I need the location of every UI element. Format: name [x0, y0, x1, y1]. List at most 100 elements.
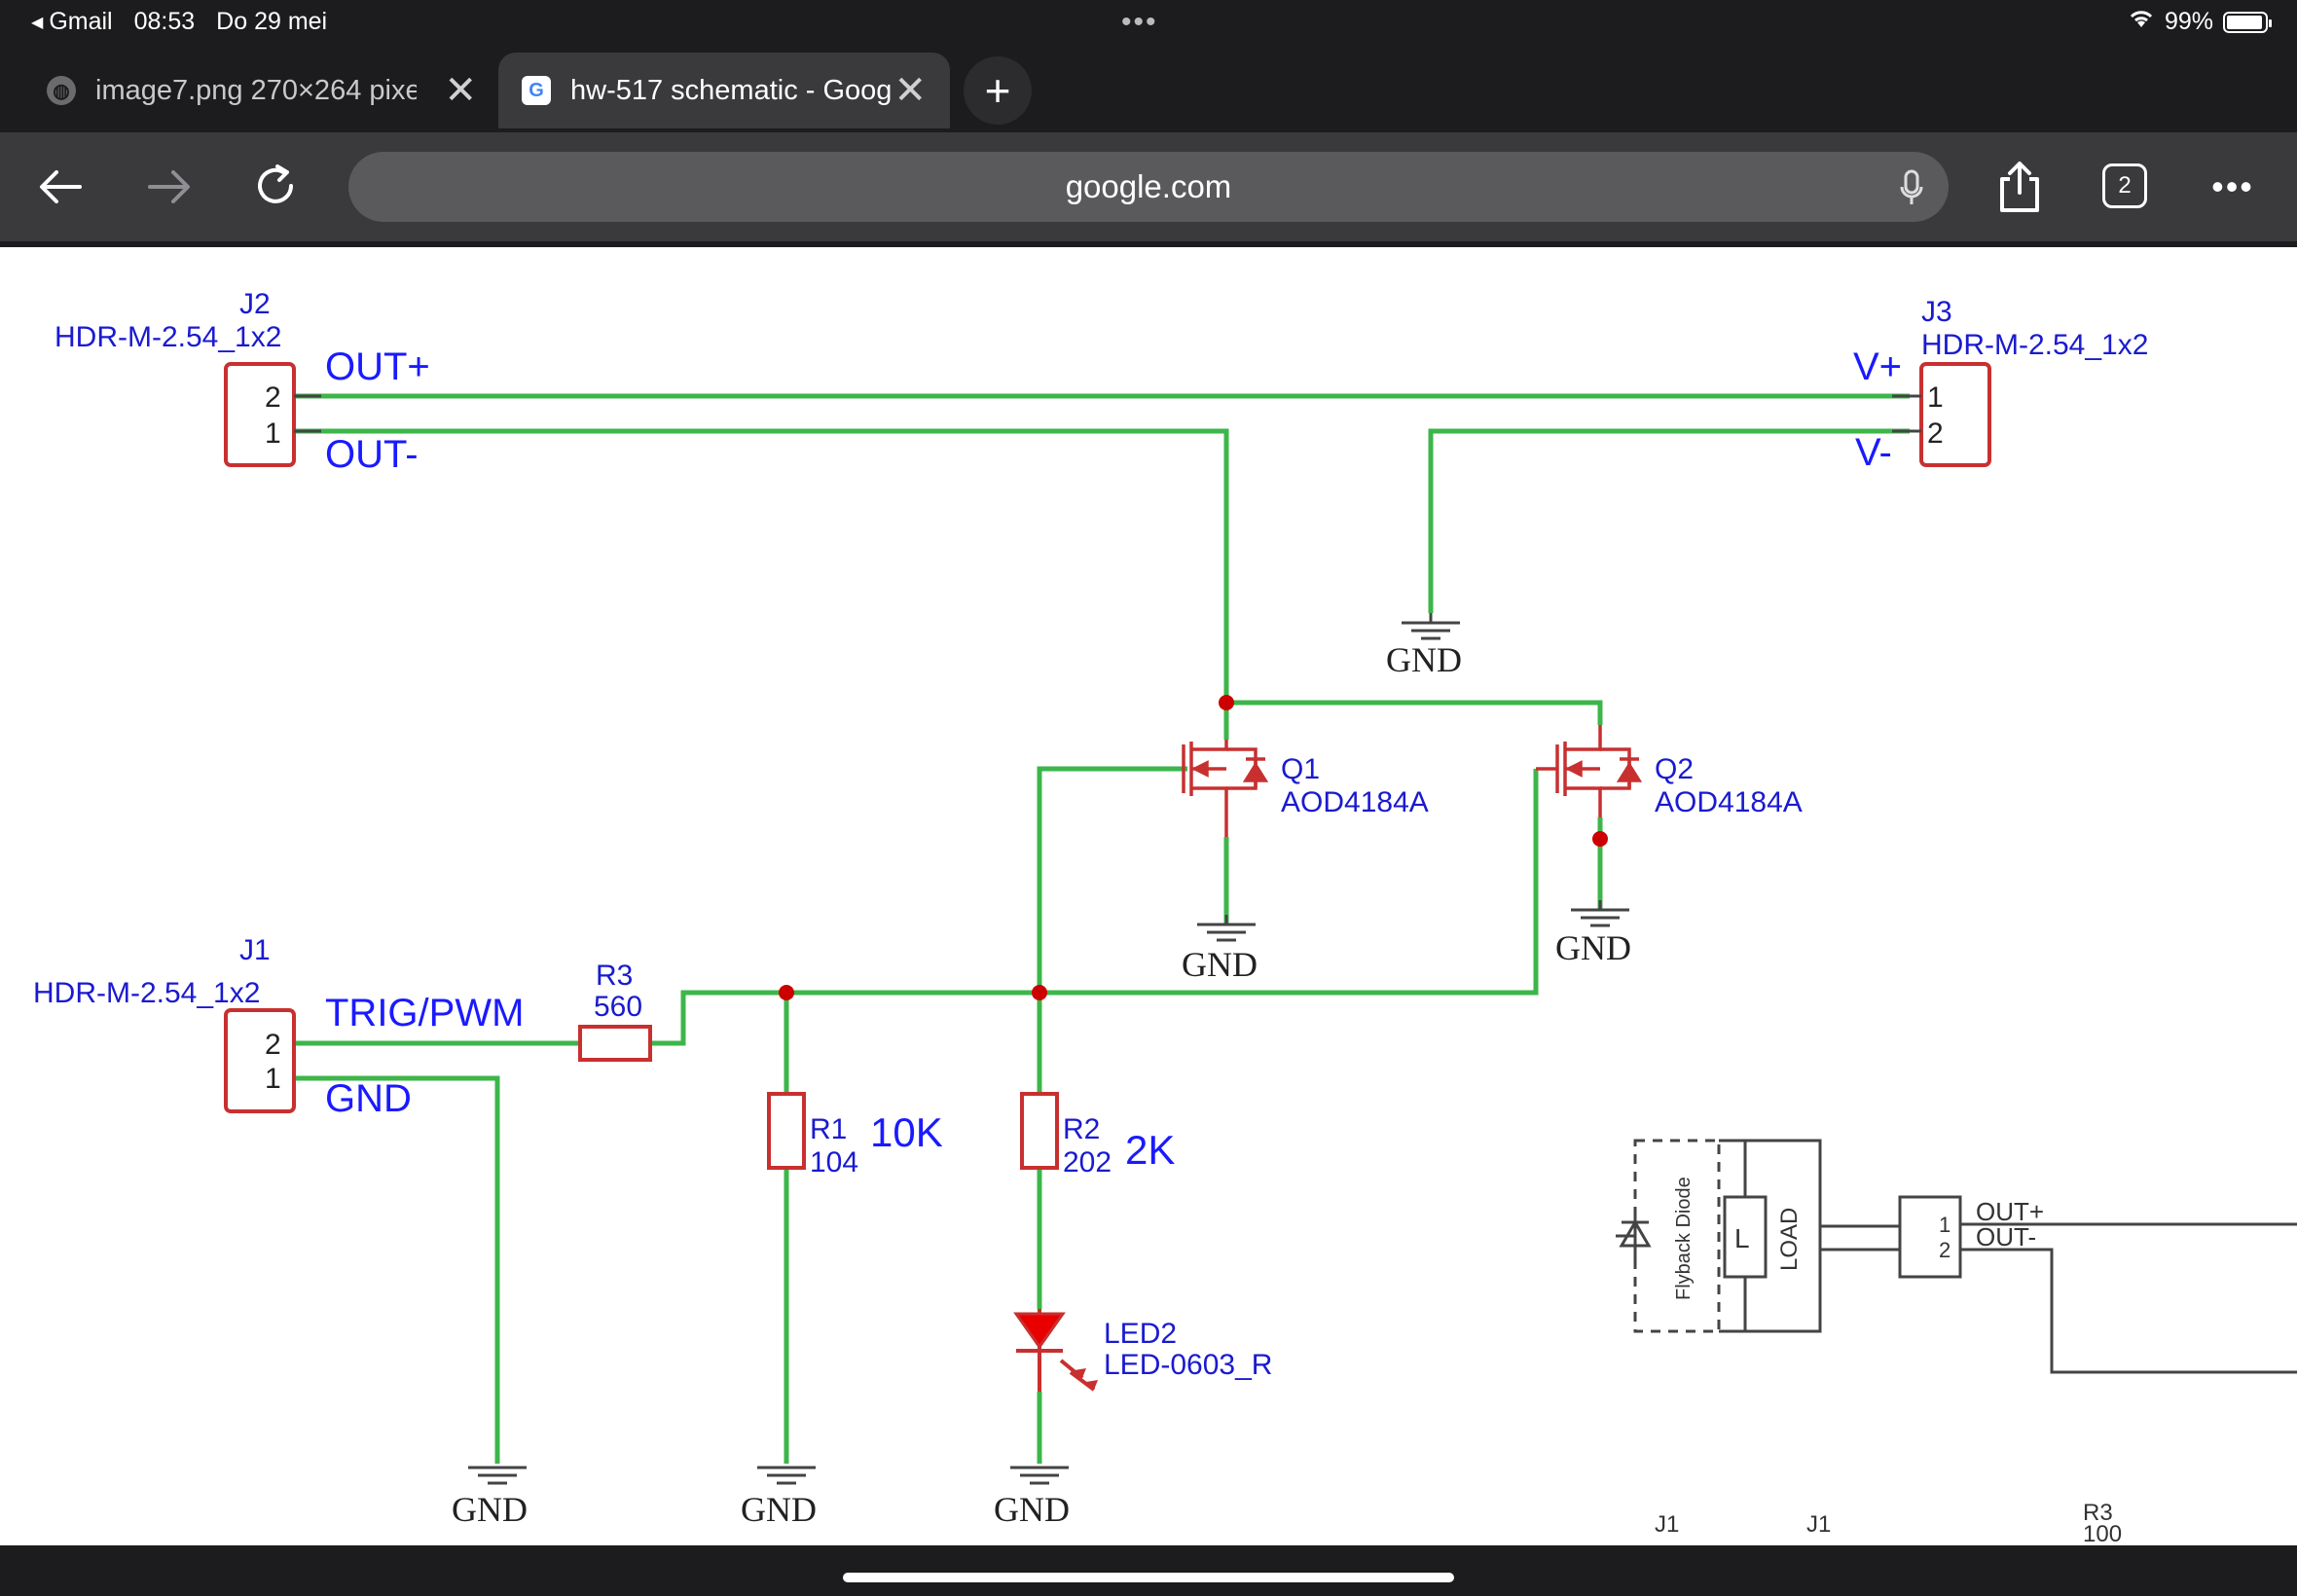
j1-pin-top: 2 [265, 1029, 281, 1061]
arrow-right-icon [148, 170, 190, 203]
inset-r3-value: 100 [2083, 1521, 2122, 1545]
q1-ref: Q1 [1281, 753, 1320, 785]
j1-part: HDR-M-2.54_1x2 [33, 977, 260, 1009]
home-indicator[interactable] [843, 1573, 1454, 1582]
gnd-label-q1: GND [1182, 945, 1258, 984]
battery-icon [2223, 11, 2272, 33]
net-trig-pwm: TRIG/PWM [325, 992, 524, 1034]
connector-j1: J1 HDR-M-2.54_1x2 2 1 TRIG/PWM GND [33, 934, 524, 1120]
inset-j1a: J1 [1655, 1511, 1679, 1538]
net-out-plus: OUT+ [325, 345, 430, 388]
j2-part: HDR-M-2.54_1x2 [55, 321, 281, 353]
q2-part: AOD4184A [1655, 786, 1803, 818]
tab-hw517-schematic[interactable]: G hw-517 schematic - Google ✕ [498, 53, 950, 128]
tab-switcher-button[interactable]: 2 [2102, 163, 2147, 208]
r1-note: 10K [870, 1109, 943, 1155]
back-button[interactable] [31, 158, 90, 216]
tab-title: hw-517 schematic - Google [570, 74, 892, 106]
address-bar[interactable]: google.com [348, 152, 1949, 222]
r3-value: 560 [594, 991, 642, 1023]
tab-image7[interactable]: ◍ image7.png 270×264 pixels ✕ [23, 53, 500, 128]
r2-ref: R2 [1063, 1113, 1100, 1145]
status-date: Do 29 mei [216, 8, 328, 35]
mosfet-q2 [1536, 725, 1643, 817]
led-ref: LED2 [1104, 1318, 1177, 1350]
net-out-minus: OUT- [325, 433, 419, 476]
inset-l: L [1734, 1223, 1750, 1253]
battery-percent: 99% [2164, 8, 2213, 35]
inset-out-plus: OUT+ [1976, 1197, 2044, 1226]
j1-pin-bottom: 1 [265, 1063, 281, 1095]
globe-icon: ◍ [47, 76, 76, 105]
resistor-r3: R3 560 [578, 960, 652, 1062]
gnd-symbol-r1 [757, 1466, 816, 1485]
inset-j1b: J1 [1806, 1511, 1831, 1538]
bottom-bar [0, 1545, 2297, 1596]
j2-ref: J2 [239, 288, 271, 320]
back-app-label: Gmail [49, 8, 113, 35]
gnd-label-led: GND [994, 1490, 1070, 1529]
gnd-symbol-j1 [468, 1466, 527, 1485]
resistor-r1: R1 104 10K [767, 1092, 943, 1179]
j3-part: HDR-M-2.54_1x2 [1921, 329, 2148, 361]
back-to-app-link[interactable]: ◀ Gmail [31, 8, 113, 36]
plus-icon: + [984, 65, 1011, 116]
inset-r3: R3 [2083, 1500, 2113, 1526]
inset-pin2: 2 [1939, 1238, 1951, 1262]
net-gnd-label: GND [325, 1077, 412, 1120]
gnd-symbol-top [1402, 613, 1460, 640]
inset-pin1: 1 [1939, 1213, 1951, 1237]
microphone-icon[interactable] [1900, 169, 1923, 211]
tab-title: image7.png 270×264 pixels [95, 74, 417, 106]
mosfet-q1 [1182, 740, 1269, 837]
gnd-symbol-q1 [1197, 915, 1256, 942]
r1-value: 104 [810, 1146, 858, 1179]
q1-part: AOD4184A [1281, 786, 1429, 818]
google-icon: G [522, 76, 551, 105]
inset-load: LOAD [1776, 1208, 1803, 1271]
j1-ref: J1 [239, 934, 271, 966]
status-bar: ◀ Gmail 08:53 Do 29 mei ••• 99% [0, 0, 2297, 47]
j3-pin-top: 1 [1927, 381, 1944, 414]
url-text: google.com [1065, 168, 1232, 204]
led-led2: LED2 LED-0603_R [1013, 1309, 1272, 1392]
j2-pin-bottom: 1 [265, 417, 281, 450]
gnd-symbol-q2 [1571, 900, 1629, 927]
wifi-icon [2128, 8, 2155, 36]
reload-button[interactable] [247, 158, 306, 216]
j3-pin-bottom: 2 [1927, 417, 1944, 450]
gnd-label-j1: GND [452, 1490, 528, 1529]
r3-ref: R3 [596, 960, 633, 992]
more-dots-icon: ••• [2211, 166, 2254, 206]
more-menu-button[interactable]: ••• [2204, 158, 2262, 216]
forward-button[interactable] [140, 158, 199, 216]
close-tab-icon[interactable]: ✕ [893, 69, 927, 112]
schematic-image: J2 HDR-M-2.54_1x2 2 1 OUT+ OUT- J3 HDR-M… [0, 247, 2297, 1545]
connector-j3: J3 HDR-M-2.54_1x2 1 2 V+ V- [1853, 296, 2148, 474]
inset-out-minus: OUT- [1976, 1222, 2036, 1251]
j2-pin-top: 2 [265, 381, 281, 414]
tab-bar: ◍ image7.png 270×264 pixels ✕ G hw-517 s… [0, 47, 2297, 132]
status-time: 08:53 [133, 8, 196, 35]
j3-ref: J3 [1921, 296, 1952, 328]
gnd-label-r1: GND [741, 1490, 817, 1529]
resistor-r2: R2 202 2K [1020, 1092, 1175, 1179]
inset-flyback: Flyback Diode [1673, 1177, 1695, 1300]
new-tab-button[interactable]: + [964, 56, 1032, 125]
back-triangle-icon: ◀ [31, 14, 44, 31]
net-v-minus: V- [1855, 431, 1892, 474]
connector-j2: J2 HDR-M-2.54_1x2 2 1 OUT+ OUT- [55, 288, 430, 476]
multitasking-dots-icon[interactable]: ••• [1121, 6, 1158, 38]
wires [296, 393, 1910, 1464]
share-button[interactable] [1990, 158, 2049, 216]
r2-value: 202 [1063, 1146, 1112, 1179]
arrow-left-icon [40, 170, 82, 203]
r2-note: 2K [1125, 1127, 1175, 1173]
gnd-label-q2: GND [1555, 928, 1631, 967]
close-tab-icon[interactable]: ✕ [444, 69, 477, 112]
gnd-symbol-led [1010, 1466, 1069, 1485]
q2-ref: Q2 [1655, 753, 1694, 785]
r1-ref: R1 [810, 1113, 847, 1145]
reload-icon [258, 164, 293, 203]
load-inset-diagram [1616, 1139, 2297, 1374]
